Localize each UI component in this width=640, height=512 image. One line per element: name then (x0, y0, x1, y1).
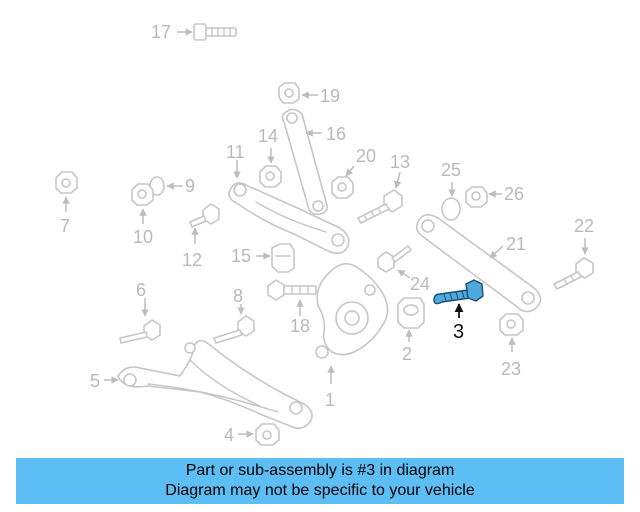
callout-21: 21 (506, 234, 526, 254)
callout-24: 24 (410, 274, 430, 294)
callout-10: 10 (133, 227, 153, 247)
part-11-control-arm (228, 182, 350, 254)
callout-4: 4 (224, 425, 234, 445)
callout-5: 5 (90, 371, 100, 391)
callout-22: 22 (574, 216, 594, 236)
part-10-nut (131, 183, 154, 206)
callout-11: 11 (226, 142, 245, 162)
callout-19: 19 (320, 86, 340, 106)
part-20-nut (331, 176, 354, 199)
banner-line-2: Diagram may not be specific to your vehi… (165, 482, 475, 499)
part-13-bolt (357, 189, 403, 224)
part-1-knuckle (315, 263, 389, 359)
part-26-nut (465, 186, 488, 208)
part-23-nut (499, 313, 524, 336)
part-18-bolt (267, 279, 317, 301)
part-16-upper-link (281, 108, 328, 216)
banner-line-1: Part or sub-assembly is #3 in diagram (185, 462, 455, 479)
part-4-nut (255, 423, 280, 446)
part-8-bolt (213, 315, 255, 344)
part-14-nut (259, 165, 282, 188)
part-7-nut (55, 171, 78, 194)
part-6-bolt (119, 319, 161, 344)
part-15-bushing (271, 243, 295, 273)
callout-17: 17 (151, 22, 171, 42)
callout-12: 12 (182, 250, 202, 270)
callout-16: 16 (326, 124, 346, 144)
part-25-washer (441, 197, 461, 221)
callout-1: 1 (325, 390, 335, 410)
callout-3: 3 (453, 321, 464, 343)
callout-8: 8 (233, 286, 243, 306)
part-12-bolt (189, 203, 220, 228)
callout-13: 13 (390, 152, 410, 172)
callout-18: 18 (290, 316, 310, 336)
parts-diagram: 17 19 16 14 11 20 13 (55, 22, 594, 446)
callout-14: 14 (258, 126, 278, 146)
callout-9: 9 (185, 176, 195, 196)
part-24-bolt (377, 245, 412, 273)
part-3-bolt-highlighted[interactable] (433, 279, 484, 305)
callout-6: 6 (136, 280, 146, 300)
part-22-bolt (553, 257, 594, 290)
callout-2: 2 (402, 344, 412, 364)
part-5-wishbone (117, 339, 313, 430)
part-17-bolt (193, 23, 237, 41)
part-19-nut (278, 82, 300, 104)
part-2-bushing (397, 297, 425, 329)
part-21-trailing-link (415, 214, 542, 313)
callout-23: 23 (501, 359, 521, 379)
callout-20: 20 (356, 146, 376, 166)
callout-15: 15 (231, 246, 251, 266)
callout-25: 25 (441, 160, 461, 180)
callout-26: 26 (504, 184, 524, 204)
info-banner: Part or sub-assembly is #3 in diagram Di… (16, 458, 624, 504)
callout-7: 7 (60, 216, 70, 236)
